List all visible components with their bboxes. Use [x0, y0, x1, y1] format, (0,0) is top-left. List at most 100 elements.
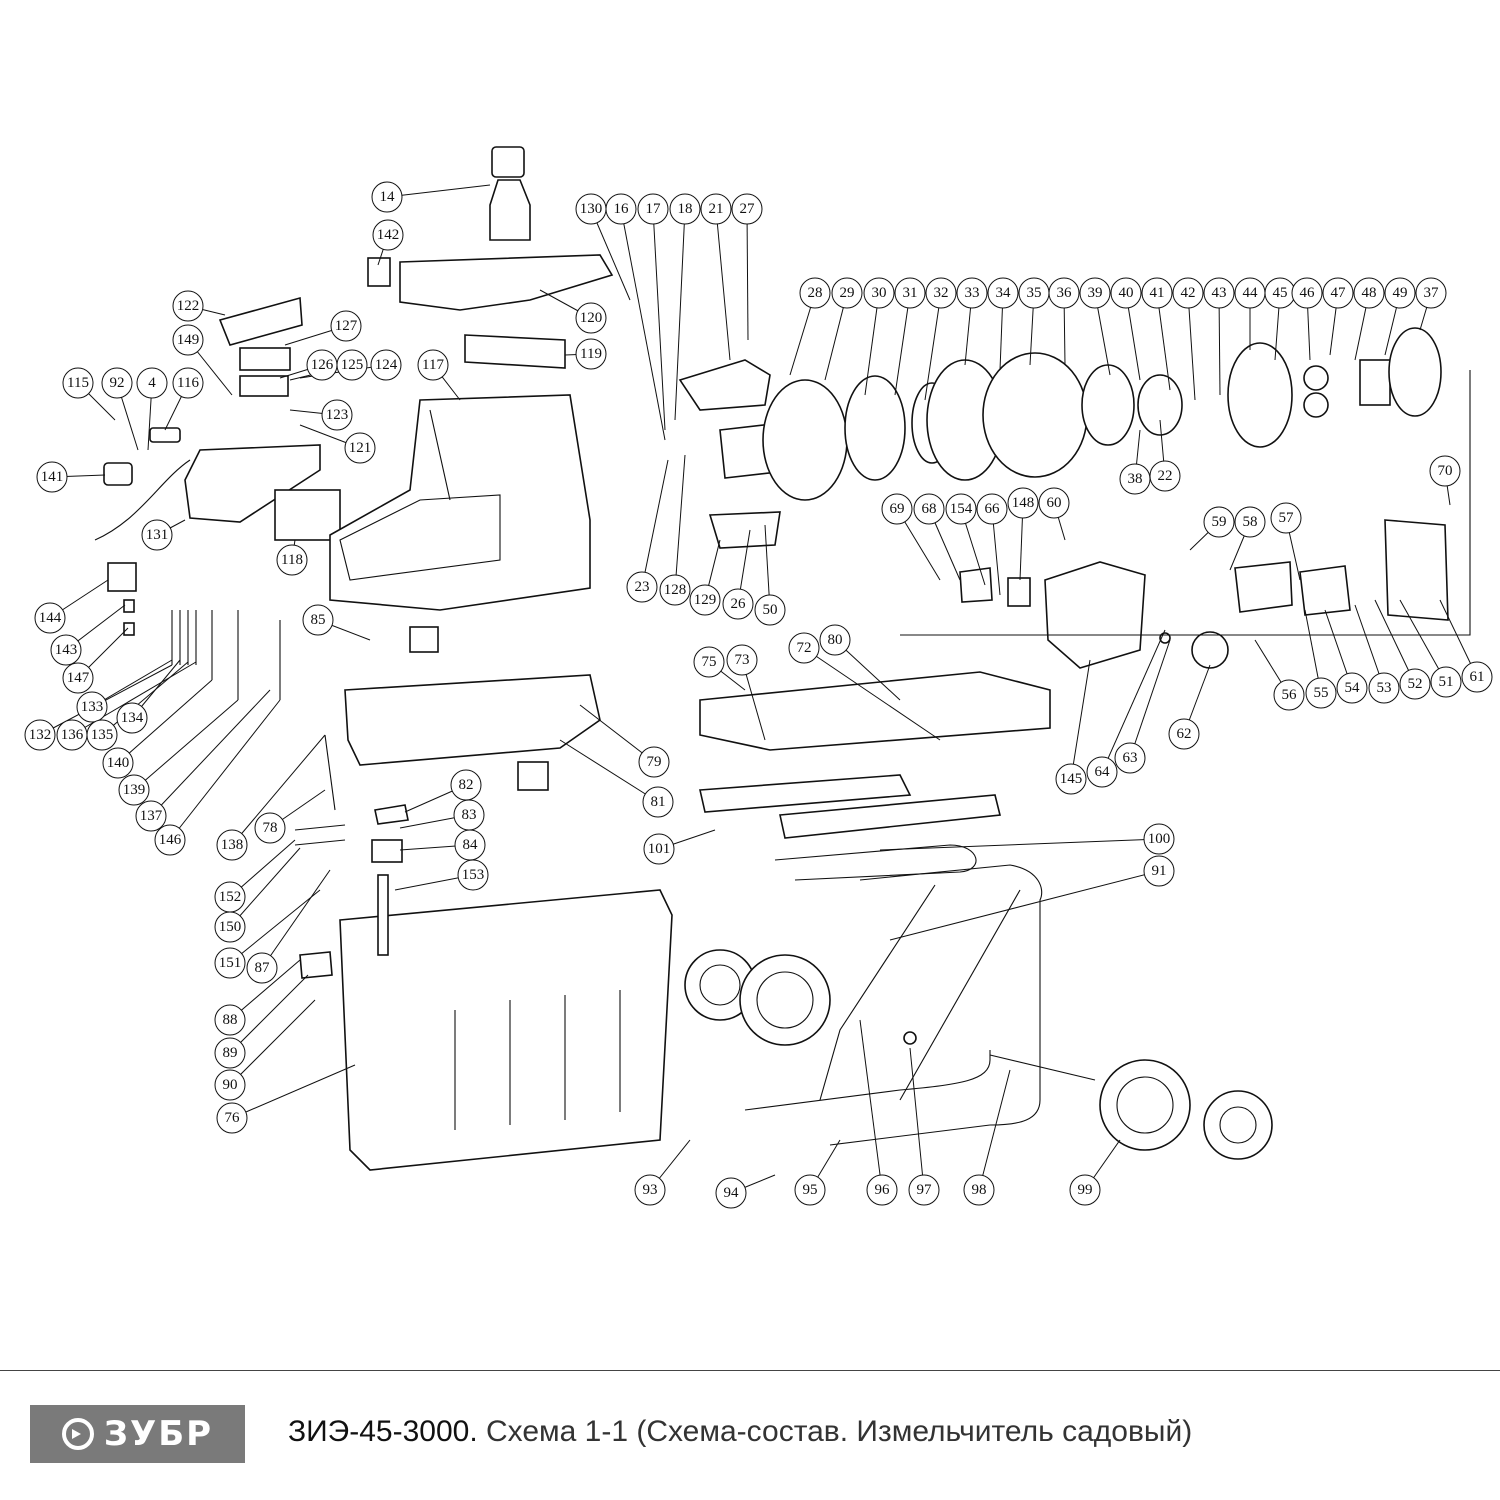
callout-number: 91: [1152, 863, 1167, 879]
callout-47: 47: [1322, 277, 1354, 309]
callout-circle: [302, 604, 334, 636]
callout-75: 75: [693, 646, 725, 678]
leader-line: [864, 292, 880, 396]
callout-number: 132: [29, 727, 52, 743]
leader-line: [117, 679, 213, 764]
callout-number: 38: [1128, 471, 1143, 487]
callout-number: 96: [875, 1182, 891, 1198]
callout-number: 135: [91, 727, 114, 743]
callout-circle: [754, 594, 786, 626]
callout-number: 138: [221, 837, 244, 853]
callout-69: 69: [881, 493, 913, 525]
callout-circle: [1203, 506, 1235, 538]
callout-circle: [925, 277, 957, 309]
callout-circle: [987, 277, 1019, 309]
callout-circle: [172, 367, 204, 399]
callout-118: 118: [276, 544, 308, 576]
callout-circle: [1086, 756, 1118, 788]
callout-21: 21: [700, 193, 732, 225]
leader-line: [715, 208, 731, 361]
callout-circle: [788, 632, 820, 664]
callout-circle: [722, 588, 754, 620]
callout-number: 95: [803, 1182, 818, 1198]
callout-number: 87: [255, 960, 271, 976]
callout-34: 34: [987, 277, 1019, 309]
callout-84: 84: [454, 829, 486, 861]
callout-number: 143: [55, 642, 78, 658]
callout-27: 27: [731, 193, 763, 225]
callout-52: 52: [1399, 668, 1431, 700]
callout-number: 98: [972, 1182, 987, 1198]
callout-119: 119: [575, 338, 607, 370]
callout-143: 143: [50, 634, 82, 666]
callout-circle: [56, 719, 88, 751]
leader-line: [924, 292, 942, 401]
callout-number: 76: [225, 1110, 241, 1126]
callout-150: 150: [214, 911, 246, 943]
callout-circle: [669, 193, 701, 225]
callout-55: 55: [1305, 677, 1337, 709]
callout-93: 93: [634, 1174, 666, 1206]
callout-38: 38: [1119, 463, 1151, 495]
callout-circle: [1399, 668, 1431, 700]
callout-122: 122: [172, 290, 204, 322]
callout-circle: [1368, 672, 1400, 704]
callout-41: 41: [1141, 277, 1173, 309]
callout-number: 78: [263, 820, 278, 836]
callout-number: 39: [1088, 285, 1103, 301]
callout-circle: [866, 1174, 898, 1206]
callout-number: 45: [1273, 285, 1288, 301]
callout-151: 151: [214, 947, 246, 979]
callout-circle: [1007, 487, 1039, 519]
callout-32: 32: [925, 277, 957, 309]
callout-circle: [417, 349, 449, 381]
callout-number: 124: [375, 357, 398, 373]
callout-number: 54: [1345, 680, 1361, 696]
callout-92: 92: [101, 367, 133, 399]
callout-number: 139: [123, 782, 146, 798]
callout-number: 40: [1119, 285, 1134, 301]
callout-circle: [214, 911, 246, 943]
callout-number: 27: [740, 201, 756, 217]
leader-line: [1374, 599, 1416, 685]
callout-88: 88: [214, 1004, 246, 1036]
callout-circle: [626, 571, 658, 603]
callout-circle: [216, 1102, 248, 1134]
callout-circle: [1336, 672, 1368, 704]
callout-number: 49: [1393, 285, 1408, 301]
callout-circle: [214, 1004, 246, 1036]
callout-circle: [881, 493, 913, 525]
callout-146: 146: [154, 824, 186, 856]
callout-144: 144: [34, 602, 66, 634]
callout-circle: [1168, 718, 1200, 750]
callout-18: 18: [669, 193, 701, 225]
callout-number: 32: [934, 285, 949, 301]
leader-line: [231, 734, 326, 846]
leader-line: [1101, 629, 1166, 773]
leader-line: [1129, 639, 1171, 759]
callout-circle: [1461, 661, 1493, 693]
leader-line: [1070, 659, 1091, 780]
leader-line: [229, 974, 309, 1054]
callout-number: 47: [1331, 285, 1347, 301]
callout-129: 129: [689, 584, 721, 616]
callout-circle: [956, 277, 988, 309]
callout-number: 144: [39, 610, 62, 626]
leader-line: [889, 870, 1160, 941]
callout-circle: [1234, 506, 1266, 538]
callout-circle: [214, 1069, 246, 1101]
callout-number: 123: [326, 407, 349, 423]
callout-152: 152: [214, 881, 246, 913]
callout-number: 14: [380, 189, 396, 205]
callout-36: 36: [1048, 277, 1080, 309]
callout-number: 125: [341, 357, 364, 373]
callout-153: 153: [457, 859, 489, 891]
callout-circle: [634, 1174, 666, 1206]
callout-number: 92: [110, 375, 125, 391]
callout-number: 121: [349, 440, 372, 456]
callout-142: 142: [372, 219, 404, 251]
callout-circle: [1322, 277, 1354, 309]
callout-circle: [637, 193, 669, 225]
callout-94: 94: [715, 1177, 747, 1209]
callout-50: 50: [754, 594, 786, 626]
